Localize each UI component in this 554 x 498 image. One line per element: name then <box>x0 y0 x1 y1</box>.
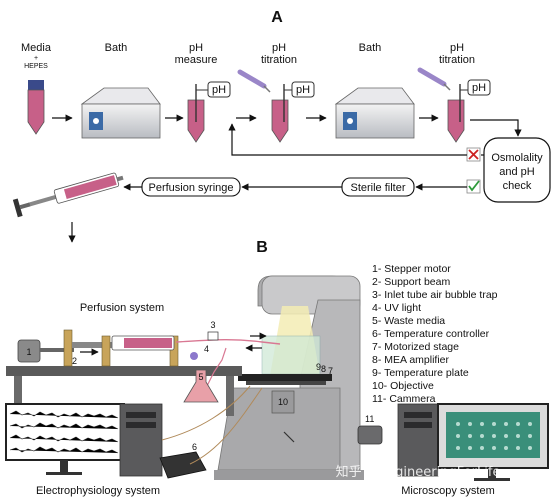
step-ph-measure-label: pH measure <box>175 42 218 66</box>
microscopy-monitor <box>437 403 549 481</box>
stage-callouts: 9 8 7 <box>316 362 333 376</box>
svg-text:check: check <box>503 180 532 192</box>
sterile-filter-box: Sterile filter <box>341 177 415 197</box>
syringe-icon <box>12 172 124 218</box>
falcon-tube-icon <box>27 80 45 135</box>
svg-text:and pH: and pH <box>499 166 535 178</box>
svg-text:pH: pH <box>472 82 486 94</box>
svg-text:Osmolality: Osmolality <box>491 152 543 164</box>
osmolality-check-box: Osmolality and pH check <box>483 137 551 203</box>
fail-cross-icon <box>466 147 481 162</box>
svg-text:11: 11 <box>365 414 374 424</box>
pipette-titration-icon: pH <box>237 69 315 143</box>
syringe-icon <box>111 335 175 351</box>
svg-text:measure: measure <box>175 54 218 66</box>
svg-text:pH: pH <box>296 84 310 96</box>
svg-text:10: 10 <box>278 397 288 407</box>
svg-text:1: 1 <box>26 347 31 357</box>
svg-text:8: 8 <box>321 364 326 374</box>
svg-text:11- Cammera: 11- Cammera <box>372 393 436 405</box>
svg-text:Media: Media <box>21 42 52 54</box>
mirror <box>283 431 295 443</box>
svg-text:pH: pH <box>272 42 286 54</box>
optical-table <box>6 366 242 416</box>
microscope-body <box>214 275 364 480</box>
ephys-monitor <box>5 403 125 475</box>
objective-lens: 10 <box>271 390 295 414</box>
svg-text:5: 5 <box>198 372 203 382</box>
svg-text:3: 3 <box>210 320 215 330</box>
svg-text:4: 4 <box>204 344 209 354</box>
fail-path-arrow <box>228 123 467 156</box>
svg-text:+: + <box>34 55 38 62</box>
perfusion-system-label: Perfusion system <box>80 302 164 314</box>
svg-text:HEPES: HEPES <box>24 63 48 70</box>
svg-text:2- Support beam: 2- Support beam <box>372 276 450 288</box>
stepper-motor: 1 <box>17 339 74 363</box>
perfusion-tubing <box>175 338 281 345</box>
svg-text:7: 7 <box>328 366 333 376</box>
temperature-controller: 6 <box>159 442 207 479</box>
svg-text:pH: pH <box>189 42 203 54</box>
electrophysiology-system-label: Electrophysiology system <box>36 485 160 497</box>
perfusion-syringe-box: Perfusion syringe <box>141 177 241 197</box>
mea-stage <box>238 335 332 385</box>
svg-text:6- Temperature controller: 6- Temperature controller <box>372 328 490 340</box>
component-legend: 1- Stepper motor 2- Support beam 3- Inle… <box>372 263 498 405</box>
svg-text:Sterile filter: Sterile filter <box>350 182 405 194</box>
water-bath-icon <box>80 87 161 139</box>
svg-text:1- Stepper motor: 1- Stepper motor <box>372 263 451 275</box>
step-media-label: Media + HEPES <box>21 42 52 70</box>
pipette-titration-icon: pH <box>417 67 491 143</box>
svg-text:Perfusion syringe: Perfusion syringe <box>149 182 234 194</box>
svg-text:titration: titration <box>261 54 297 66</box>
step-bath-label-2: Bath <box>359 42 382 54</box>
svg-text:10- Objective: 10- Objective <box>372 380 434 392</box>
waste-tubing <box>205 347 227 389</box>
cable <box>161 385 251 441</box>
svg-text:3- Inlet tube air bubble trap: 3- Inlet tube air bubble trap <box>372 289 498 301</box>
bubble-trap: 3 <box>207 320 219 341</box>
step-bath-label-1: Bath <box>105 42 128 54</box>
ph-probe-tube-icon: pH <box>187 81 231 143</box>
ephys-computer-tower <box>119 403 163 477</box>
svg-text:9: 9 <box>316 362 321 372</box>
waste-flask: 5 <box>183 369 219 403</box>
camera: 11 <box>357 414 383 445</box>
svg-text:9- Temperature plate: 9- Temperature plate <box>372 367 469 379</box>
svg-text:4- UV light: 4- UV light <box>372 302 421 314</box>
svg-text:pH: pH <box>212 84 226 96</box>
svg-text:8- MEA amplifier: 8- MEA amplifier <box>372 354 450 366</box>
microscopy-computer-tower <box>397 403 439 477</box>
step-ph-titration-label-2: pH titration <box>439 42 475 66</box>
flow-arrow <box>470 119 522 137</box>
svg-text:6: 6 <box>192 442 197 452</box>
panel-a-label: A <box>271 9 283 26</box>
svg-text:titration: titration <box>439 54 475 66</box>
svg-text:5- Waste media: 5- Waste media <box>372 315 445 327</box>
microscopy-system-label: Microscopy system <box>401 485 495 497</box>
pass-check-icon <box>466 179 481 194</box>
svg-text:pH: pH <box>450 42 464 54</box>
svg-text:7- Motorized stage: 7- Motorized stage <box>372 341 459 353</box>
svg-text:2: 2 <box>72 356 77 366</box>
water-bath-icon <box>334 87 415 139</box>
uv-light: 4 <box>190 344 209 360</box>
cable <box>189 387 263 465</box>
panel-b-label: B <box>256 239 268 256</box>
watermark: 知乎 @EngineeringForLife <box>336 464 501 480</box>
step-ph-titration-label-1: pH titration <box>261 42 297 66</box>
